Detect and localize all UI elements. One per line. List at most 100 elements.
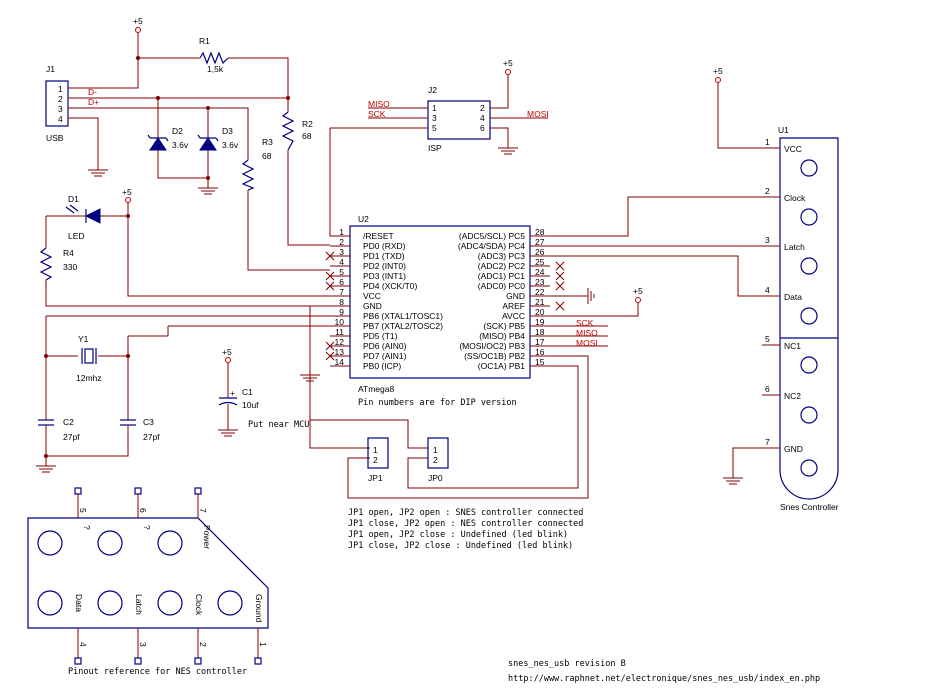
snes-controller: U1 Snes Controller 1VCC2Clock3Latch4Data… (762, 125, 839, 512)
no-connect-marker (555, 271, 565, 281)
nes-pin-number: 3 (138, 642, 148, 647)
jumper-jp0: 1 2 JP0 (427, 437, 449, 483)
snes-pin-number: 4 (765, 285, 770, 295)
snes-pin-name: NC1 (784, 341, 801, 351)
usb-ref: J1 (46, 64, 55, 74)
svg-text:JP1: JP1 (368, 473, 383, 483)
mcu-pin-number: 13 (335, 347, 345, 357)
snes-pin-name: NC2 (784, 391, 801, 401)
svg-text:10uf: 10uf (242, 400, 259, 410)
svg-text:+5: +5 (122, 187, 132, 197)
nes-pin-terminal (134, 487, 142, 495)
mcu-pin-name: /RESET (363, 231, 394, 241)
mcu-pin-number: 21 (535, 297, 545, 307)
nes-pin-number: 2 (198, 642, 208, 647)
svg-text:ISP: ISP (428, 143, 442, 153)
svg-text:1: 1 (373, 445, 378, 455)
nes-pin-label: Ground (254, 594, 264, 623)
ground-symbol (88, 169, 108, 177)
mcu-pin-name: (SCK) PB5 (483, 321, 525, 331)
mcu-pin-number: 20 (535, 307, 545, 317)
svg-text:J2: J2 (428, 85, 437, 95)
mcu-pin-number: 27 (535, 237, 545, 247)
resistor-r1: R1 1,5k (199, 36, 229, 74)
svg-text:+5: +5 (633, 286, 643, 296)
mcu-pin-name: PD6 (AIN0) (363, 341, 407, 351)
nes-pin-number: 4 (78, 642, 88, 647)
mcu-pin-name: (MOSI/OC2) PB3 (459, 341, 525, 351)
svg-text:+5: +5 (222, 347, 232, 357)
mcu-pin-number: 10 (335, 317, 345, 327)
mcu-pin-number: 25 (535, 257, 545, 267)
mcu-pin-name: PB6 (XTAL1/TOSC1) (363, 311, 443, 321)
mcu-pin-number: 3 (339, 247, 344, 257)
svg-text:R1: R1 (199, 36, 210, 46)
nes-pin-terminal (134, 657, 142, 665)
mcu-pin-name: PB0 (ICP) (363, 361, 401, 371)
snes-pin-hole (800, 406, 818, 424)
snes-pin-name: VCC (784, 144, 802, 154)
mcu-pin-number: 26 (535, 247, 545, 257)
svg-text:27pf: 27pf (143, 432, 160, 442)
mcu-pin-name: PD3 (INT1) (363, 271, 406, 281)
svg-text:1: 1 (432, 103, 437, 113)
mcu-pin-number: 11 (335, 327, 344, 337)
nes-pin-label: ? (82, 525, 92, 530)
mcu-pin-name: VCC (363, 291, 381, 301)
svg-text:Y1: Y1 (78, 334, 89, 344)
ground-symbol (498, 147, 518, 155)
mcu-pin-number: 7 (339, 287, 344, 297)
mcu-pin-number: 24 (535, 267, 545, 277)
nes-pin-number: 5 (78, 508, 88, 513)
resistor-r2: R2 68 (281, 111, 313, 151)
jumper-note: JP1 close, JP2 close : Undefined (led bl… (348, 541, 573, 551)
usb-connector: J1 USB 1 2 3 4 D- D+ (45, 64, 99, 143)
mcu-pin-name: (ADC2) PC2 (478, 261, 526, 271)
mcu-pin-number: 5 (339, 267, 344, 277)
mcu-pin-number: 15 (535, 357, 545, 367)
mcu-pin-number: 16 (535, 347, 545, 357)
mcu-pin-number: 17 (535, 337, 545, 347)
svg-text:C1: C1 (242, 387, 253, 397)
crystal-y1: Y1 12mhz (76, 334, 102, 383)
snes-pin-name: Latch (784, 242, 805, 252)
nes-pin-label: Data (74, 594, 84, 612)
isp-connector: J2 ISP 1 3 5 2 4 6 (427, 85, 491, 153)
net-miso-isp: MISO (368, 99, 390, 109)
mcu-pin-number: 8 (339, 297, 344, 307)
usb-name: USB (46, 133, 64, 143)
snes-pin-hole (800, 307, 818, 325)
nes-pin-label: Latch (134, 594, 144, 615)
no-connect-marker (325, 251, 335, 261)
nes-caption: Pinout reference for NES controller (68, 667, 247, 677)
svg-text:+5: +5 (503, 58, 513, 68)
mcu-ref: U2 (358, 214, 369, 224)
net-dplus: D+ (88, 97, 99, 107)
nes-pin-number: 1 (258, 642, 268, 647)
mcu-pin-name: GND (506, 291, 525, 301)
nes-pin-hole (37, 530, 63, 556)
usb-pin-1: 1 (58, 84, 63, 94)
snes-pin-hole (800, 208, 818, 226)
mcu-pin-name: (MISO) PB4 (479, 331, 525, 341)
svg-text:1: 1 (433, 445, 438, 455)
ground-symbol (36, 456, 56, 473)
no-connect-marker (555, 301, 565, 311)
net-sck-mcu: SCK (576, 318, 594, 328)
resistor-r4: R4 330 (39, 247, 77, 281)
no-connect-marker (325, 271, 335, 281)
mcu-pin-name: PD7 (AIN1) (363, 351, 407, 361)
nes-pin-terminal (254, 657, 262, 665)
snes-pin-hole (800, 356, 818, 374)
svg-text:R3: R3 (262, 137, 273, 147)
ground-symbol (723, 477, 743, 485)
snes-pin-number: 3 (765, 235, 770, 245)
nes-pin-label: Power (202, 525, 212, 549)
nes-pin-hole (157, 530, 183, 556)
nes-pin-hole (97, 590, 123, 616)
mcu-pin-number: 23 (535, 277, 545, 287)
snes-pin-name: GND (784, 444, 803, 454)
mcu-pin-number: 2 (339, 237, 344, 247)
vcc-symbol-led: +5 (122, 187, 132, 203)
